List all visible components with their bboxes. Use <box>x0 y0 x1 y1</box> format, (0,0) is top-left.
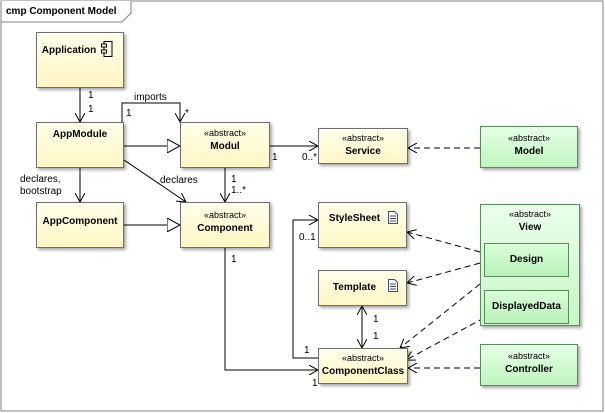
mult-modul-service-src: 1 <box>272 152 278 163</box>
edge-imports <box>121 102 180 122</box>
node-application[interactable]: Application <box>36 32 124 88</box>
node-label: StyleSheet <box>328 213 381 224</box>
node-stereotype: «abstract» <box>507 351 551 361</box>
node-label: Modul <box>210 141 240 152</box>
edge-view-componentclass <box>400 283 481 348</box>
node-stereotype: «abstract» <box>341 133 385 143</box>
view-part-design[interactable]: Design <box>484 243 569 277</box>
frame-title-tab <box>0 1 132 23</box>
component-icon <box>101 41 113 57</box>
document-icon <box>388 211 398 224</box>
mult-component-cc: 1 <box>231 254 237 265</box>
node-label: View <box>518 222 542 233</box>
node-label: Controller <box>505 364 553 375</box>
frame-title: cmp Component Model <box>6 6 117 17</box>
node-label: Service <box>345 146 381 157</box>
edge-design-template <box>407 262 481 283</box>
node-stereotype: «abstract» <box>203 128 247 138</box>
node-modul[interactable]: «abstract» Modul <box>180 122 270 168</box>
node-template[interactable]: Template <box>318 270 407 306</box>
part-label: DisplayedData <box>492 301 561 312</box>
node-label: Template <box>332 282 377 293</box>
mult-app-bottom: 1 <box>88 104 94 115</box>
node-view[interactable]: «abstract» View Design DisplayedData <box>480 204 580 326</box>
node-appcomponent[interactable]: AppComponent <box>36 202 124 248</box>
mult-cc-left: 1 <box>304 345 310 356</box>
edge-design-stylesheet <box>407 232 481 253</box>
edge-component-componentclass <box>224 248 318 370</box>
part-label: Design <box>509 254 544 265</box>
node-label: Model <box>514 146 544 157</box>
mult-cc-bottom: 1 <box>312 378 318 389</box>
node-model[interactable]: «abstract» Model <box>480 126 578 168</box>
view-part-displayeddata[interactable]: DisplayedData <box>484 290 569 324</box>
node-componentclass[interactable]: «abstract» ComponentClass <box>318 348 408 384</box>
edge-componentclass-stylesheet <box>292 220 318 359</box>
mult-stylesheet: 0..1 <box>299 232 316 243</box>
node-component[interactable]: «abstract» Component <box>180 202 270 248</box>
node-appmodule[interactable]: AppModule <box>36 122 124 168</box>
node-label: ComponentClass <box>321 366 405 377</box>
mult-declares-src: 1 <box>231 174 237 185</box>
mult-app-top: 1 <box>88 90 94 101</box>
node-stereotype: «abstract» <box>508 209 552 219</box>
edge-displayeddata-componentclass <box>406 317 485 360</box>
label-declares-bootstrap-1: declares, <box>20 174 61 185</box>
node-stereotype: «abstract» <box>341 353 385 363</box>
mult-template-top: 1 <box>373 314 379 325</box>
node-stereotype: «abstract» <box>507 133 551 143</box>
node-stereotype: «abstract» <box>203 210 247 220</box>
document-icon <box>388 279 398 292</box>
mult-declares-dst: 1..* <box>231 185 247 196</box>
node-stylesheet[interactable]: StyleSheet <box>318 202 407 248</box>
node-controller[interactable]: «abstract» Controller <box>480 344 578 386</box>
edge-declares <box>123 159 186 202</box>
label-imports: imports <box>134 92 167 103</box>
node-service[interactable]: «abstract» Service <box>318 128 408 164</box>
mult-template-bottom: 1 <box>373 331 379 342</box>
label-declares-bootstrap-2: bootstrap <box>20 186 62 197</box>
node-label: AppModule <box>52 129 108 140</box>
label-declares: declares <box>160 175 198 186</box>
mult-imports-src: 1 <box>126 108 132 119</box>
mult-modul-service-dst: 0..* <box>302 152 318 163</box>
node-label: AppComponent <box>42 216 118 227</box>
node-label: Application <box>41 45 97 56</box>
mult-imports-dst: * <box>185 108 189 119</box>
node-label: Component <box>197 223 253 234</box>
